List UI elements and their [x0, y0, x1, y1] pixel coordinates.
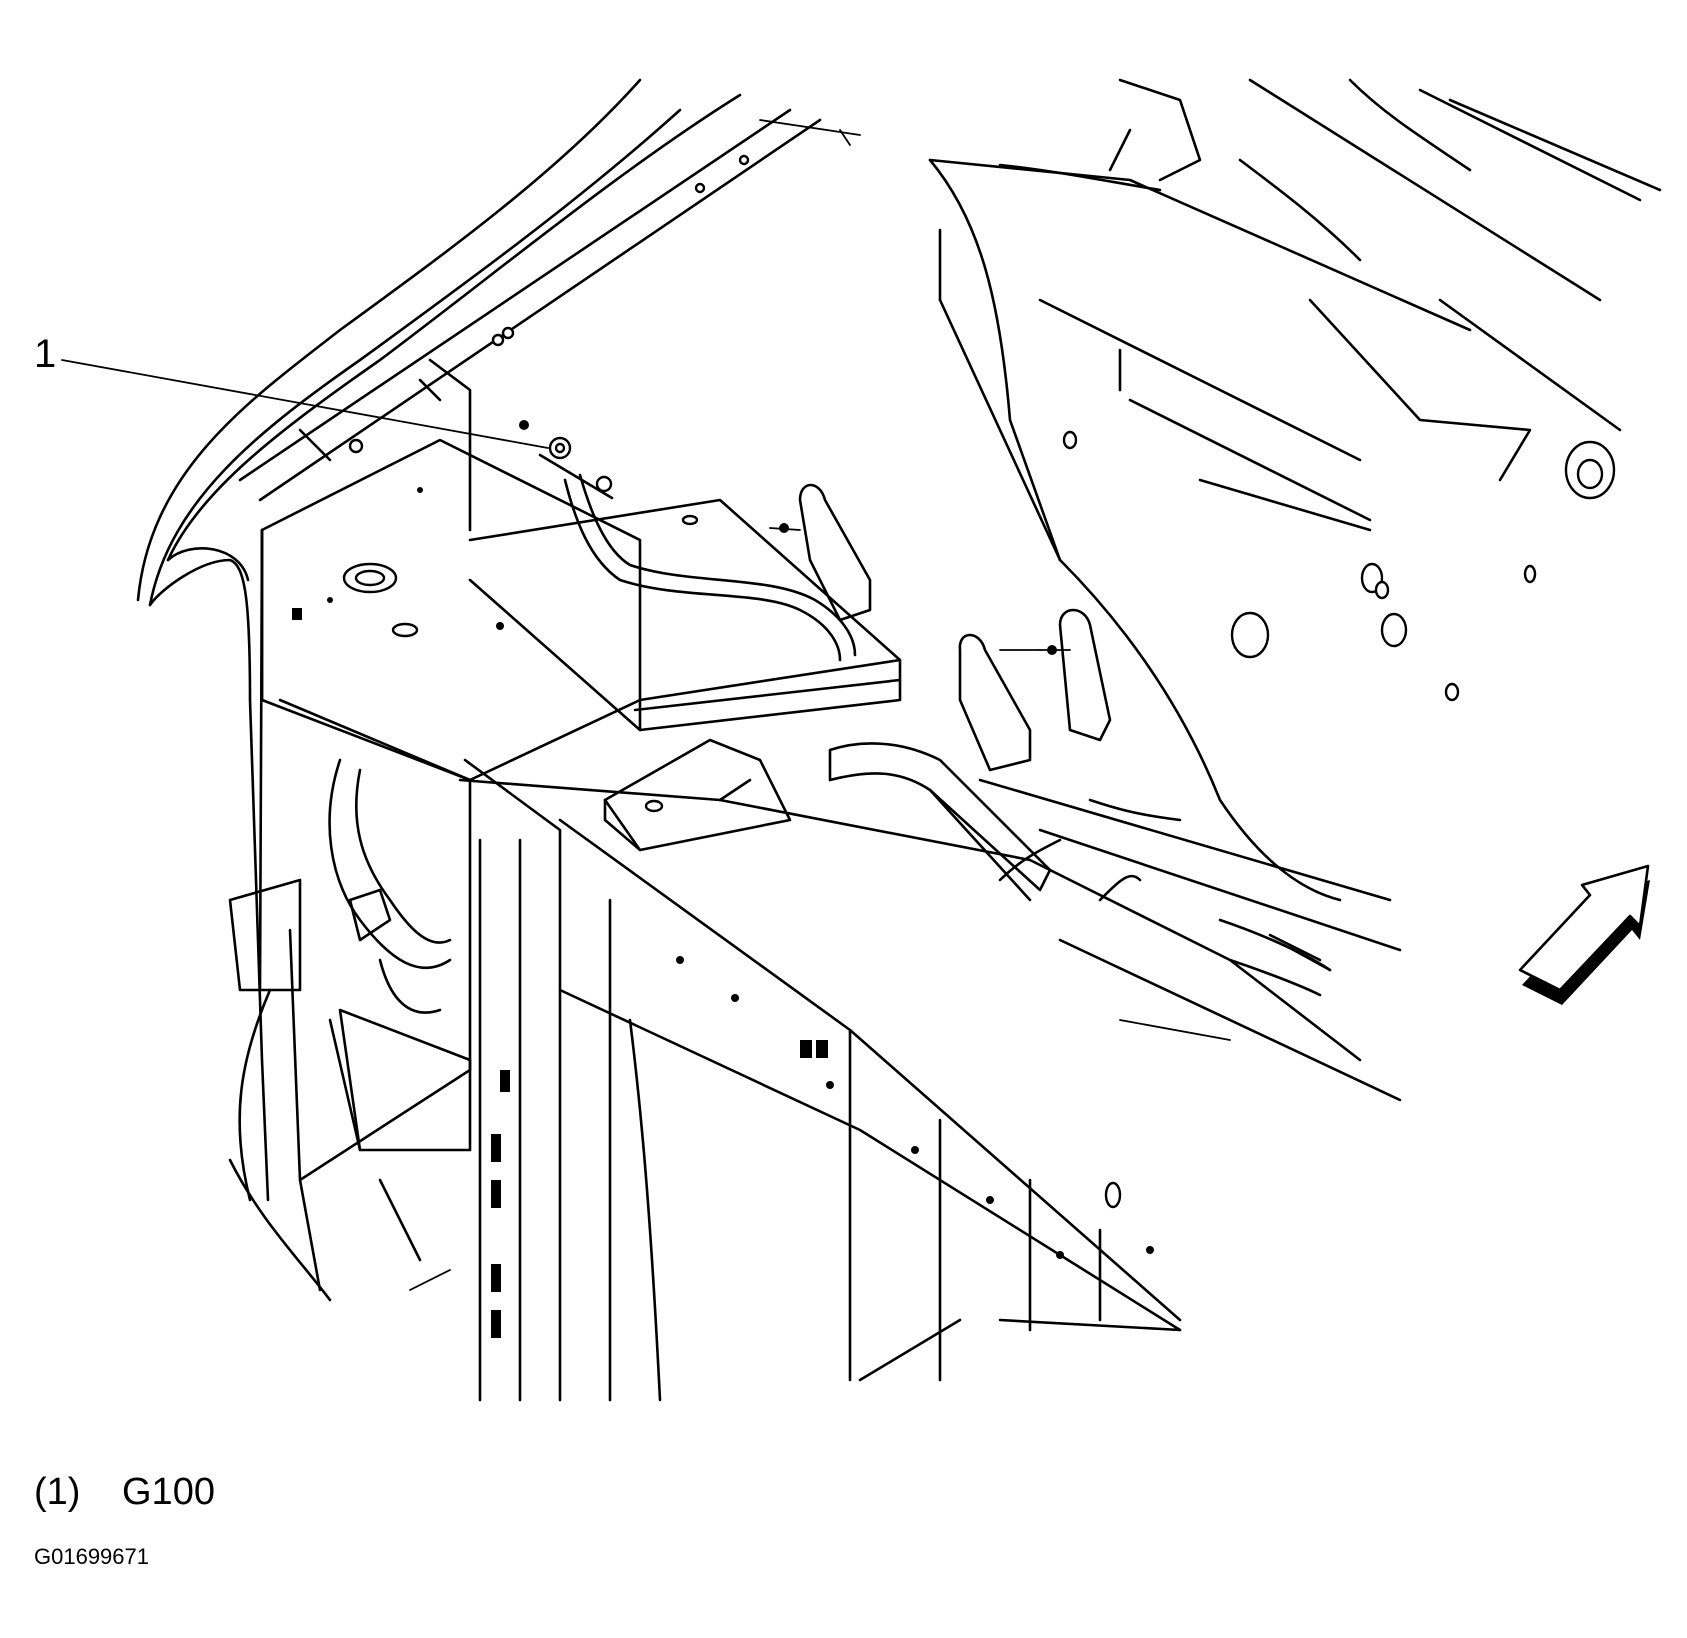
center-posts [463, 758, 662, 1402]
inner-fender-left [148, 528, 332, 1302]
legend: (1) G100 [34, 1472, 215, 1512]
callout-number-1: 1 [34, 332, 57, 376]
callout-leader-1 [61, 359, 549, 449]
inner-fender-right [928, 158, 1537, 902]
upper-right-body [998, 78, 1662, 532]
front-arrow-icon [1518, 864, 1650, 1005]
legend-label: G100 [122, 1471, 215, 1513]
hold-down-brackets [769, 483, 1112, 772]
front-bracket [603, 738, 1182, 902]
ground-cable [519, 420, 857, 662]
floor-plate [978, 778, 1402, 1102]
radiator-support-upper [260, 438, 642, 782]
fender-upper-edge [136, 78, 861, 607]
figure-id: G01699671 [34, 1544, 149, 1569]
radiator-support-lower-left [278, 698, 472, 1292]
battery-tray [468, 498, 902, 732]
lower-crossmember [458, 778, 1362, 1382]
legend-index: (1) [34, 1471, 81, 1513]
